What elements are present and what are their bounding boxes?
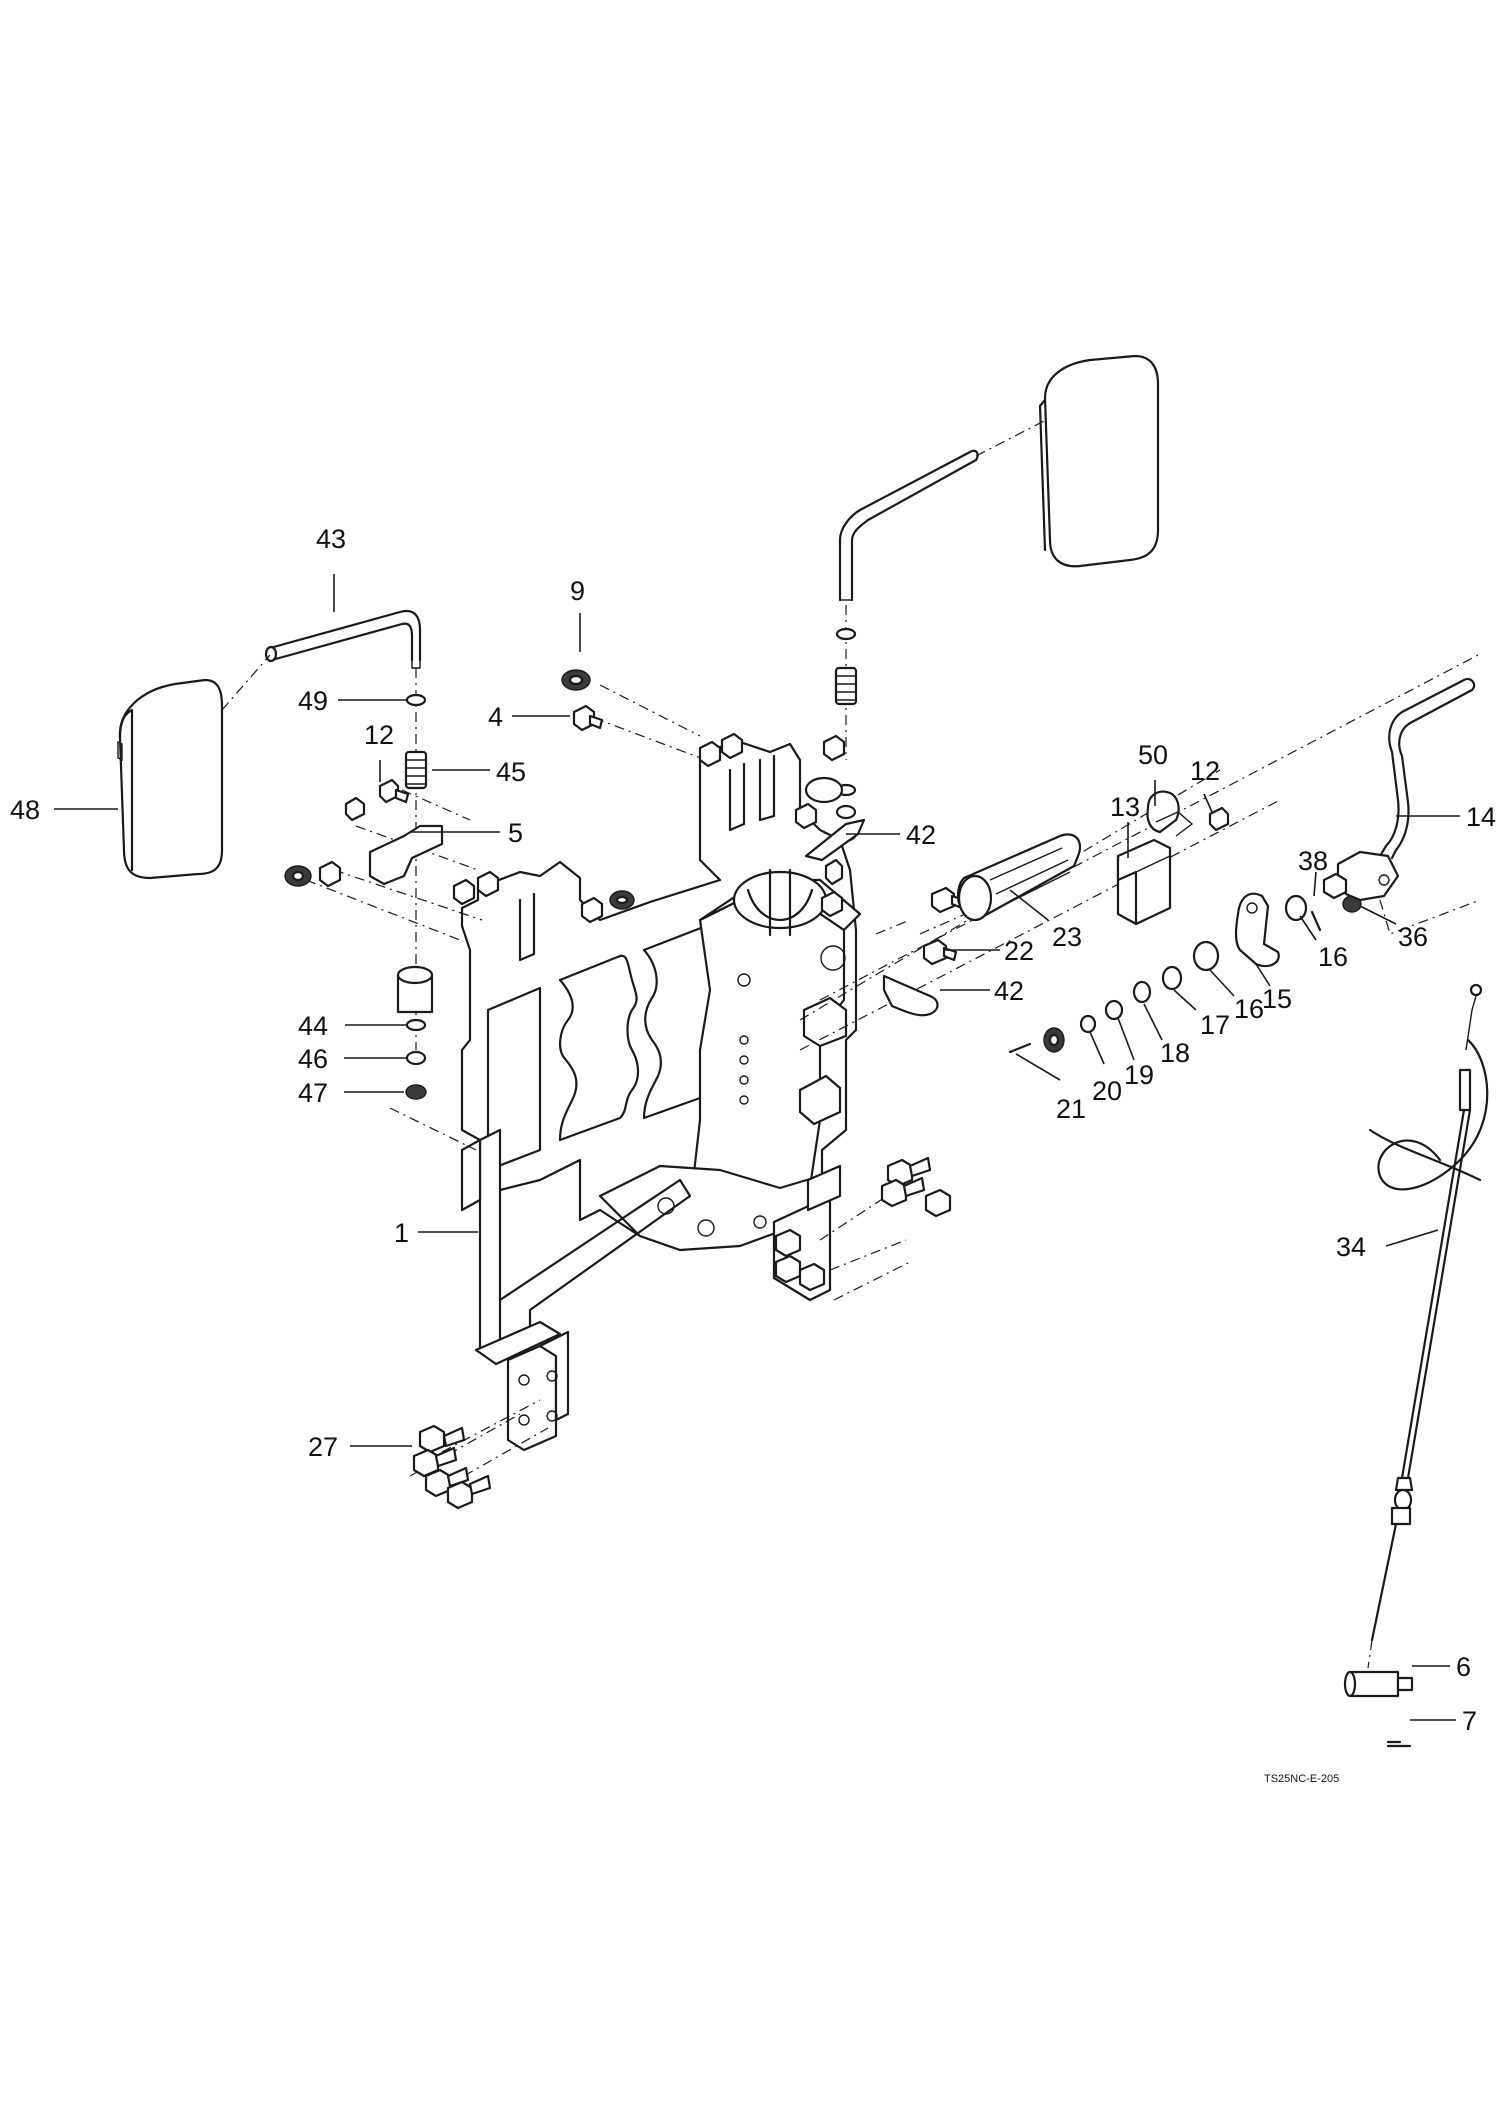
cotter-7	[1386, 1740, 1412, 1748]
bolt-22	[922, 938, 958, 966]
washer-16b	[1192, 940, 1220, 972]
washer-19	[1104, 999, 1124, 1021]
washer-49	[405, 693, 427, 707]
left-mirror	[117, 678, 224, 880]
callout-15: 15	[1262, 984, 1292, 1014]
callout-50: 50	[1138, 740, 1168, 770]
callout-16-lower: 16	[1234, 994, 1264, 1024]
callout-20: 20	[1092, 1076, 1122, 1106]
callout-4: 4	[488, 702, 503, 732]
callout-44: 44	[298, 1011, 328, 1041]
frame-top-nuts	[452, 732, 846, 906]
main-frame	[460, 740, 862, 1452]
right-spring	[834, 666, 858, 706]
callout-19: 19	[1124, 1060, 1154, 1090]
callout-34: 34	[1336, 1232, 1366, 1262]
callout-47: 47	[298, 1078, 328, 1108]
right-washer	[835, 627, 857, 641]
nut-20	[1043, 1027, 1065, 1053]
callout-14: 14	[1466, 802, 1496, 832]
washer-18	[1132, 980, 1152, 1004]
cable-34	[1367, 983, 1489, 1669]
bolt-4	[572, 704, 604, 732]
callout-18: 18	[1160, 1038, 1190, 1068]
nut-9	[561, 669, 591, 691]
clip-42-lower	[882, 974, 939, 1017]
cap-50	[1146, 790, 1194, 837]
bolt-12-right	[1208, 806, 1230, 832]
callout-38: 38	[1298, 846, 1328, 876]
right-mirror	[1038, 354, 1160, 568]
clip-42-upper	[804, 818, 866, 862]
left-bolt	[318, 860, 342, 888]
spring-45	[404, 750, 428, 790]
callout-17: 17	[1200, 1010, 1230, 1040]
callout-46: 46	[298, 1044, 328, 1074]
bolt-12-left-b	[344, 796, 366, 822]
washer-17	[1161, 965, 1183, 991]
grip-23	[956, 833, 1082, 922]
callout-13: 13	[1110, 792, 1140, 822]
callout-21: 21	[1056, 1094, 1086, 1124]
callout-6: 6	[1456, 1652, 1471, 1682]
pin-6	[1343, 1670, 1414, 1698]
lever-14	[1322, 677, 1476, 902]
bolt-12-left	[378, 778, 410, 804]
callout-23: 23	[1052, 922, 1082, 952]
washer-44	[405, 1018, 427, 1032]
callout-9: 9	[570, 576, 585, 606]
callout-36: 36	[1398, 922, 1428, 952]
callout-7: 7	[1462, 1706, 1477, 1736]
callout-27: 27	[308, 1432, 338, 1462]
callout-45: 45	[496, 757, 526, 787]
callout-16: 16	[1318, 942, 1348, 972]
callout-22: 22	[1004, 936, 1034, 966]
pin-21	[1008, 1042, 1032, 1054]
callout-42-lower: 42	[994, 976, 1024, 1006]
drawing-code: TS25NC-E-205	[1264, 1773, 1339, 1785]
callout-1: 1	[394, 1218, 409, 1248]
washer-16a	[1284, 894, 1308, 922]
nut-46	[405, 1050, 427, 1066]
callout-42: 42	[906, 820, 936, 850]
switch-13	[1116, 838, 1172, 926]
left-washer-stack	[284, 865, 312, 887]
frame-right-bolts	[774, 1156, 952, 1292]
left-mirror-arm	[264, 609, 422, 669]
callout-49: 49	[298, 686, 328, 716]
bracket-15	[1234, 892, 1280, 968]
bolts-27	[412, 1424, 492, 1510]
bracket-5	[368, 824, 444, 886]
callout-12: 12	[364, 720, 394, 750]
callout-48: 48	[10, 795, 40, 825]
bushing-block	[396, 965, 434, 1014]
callout-43: 43	[316, 524, 346, 554]
callout-12-right: 12	[1190, 756, 1220, 786]
callout-5: 5	[508, 818, 523, 848]
washer-19b	[1079, 1014, 1097, 1034]
pin-38	[1310, 910, 1322, 932]
frame-mid-hardware	[580, 890, 635, 924]
cap-47	[405, 1084, 427, 1100]
right-mirror-arm	[838, 449, 979, 602]
